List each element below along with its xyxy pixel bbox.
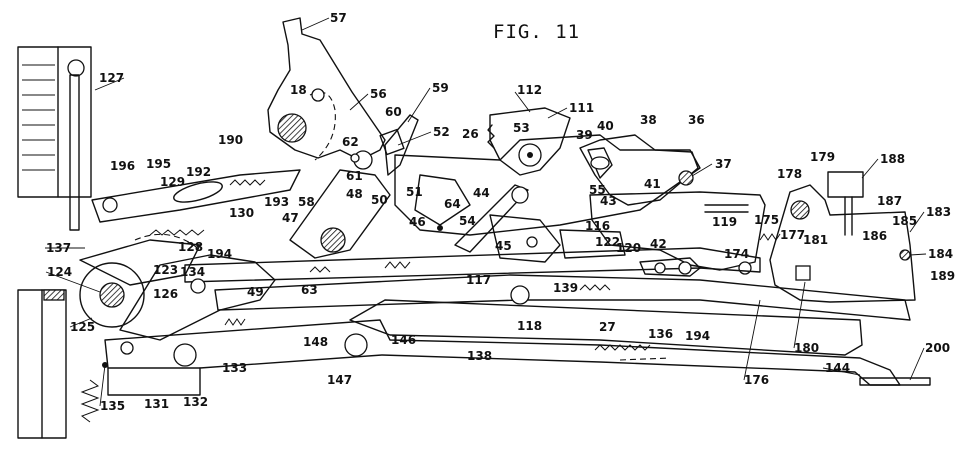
ref-44: 44 xyxy=(473,186,490,200)
ref-42: 42 xyxy=(650,237,667,251)
ref-194b: 194 xyxy=(685,329,710,343)
ref-49: 49 xyxy=(247,285,264,299)
ref-175: 175 xyxy=(754,213,779,227)
ref-123: 123 xyxy=(153,263,178,277)
ref-136: 136 xyxy=(648,327,673,341)
ref-43: 43 xyxy=(600,194,617,208)
figure-title: FIG. 11 xyxy=(493,21,580,43)
bracket-111-112 xyxy=(487,107,571,176)
ref-133: 133 xyxy=(222,361,247,375)
leader-lines xyxy=(45,17,927,407)
ref-37: 37 xyxy=(715,157,732,171)
ref-189: 189 xyxy=(930,269,955,283)
ref-131: 131 xyxy=(144,397,169,411)
ref-147: 147 xyxy=(327,373,352,387)
ref-47: 47 xyxy=(282,211,299,225)
ref-26: 26 xyxy=(462,127,479,141)
ref-194a: 194 xyxy=(207,247,232,261)
plate-46-52 xyxy=(394,134,701,236)
ref-126: 126 xyxy=(153,287,178,301)
right-assembly xyxy=(738,171,916,303)
ref-135: 135 xyxy=(100,399,125,413)
cam-38-41 xyxy=(579,134,699,206)
ref-60: 60 xyxy=(385,105,402,119)
ref-177: 177 xyxy=(780,228,805,242)
ref-196: 196 xyxy=(110,159,135,173)
ref-127: 127 xyxy=(99,71,124,85)
ref-139: 139 xyxy=(553,281,578,295)
ref-61: 61 xyxy=(346,169,363,183)
ref-64: 64 xyxy=(444,197,461,211)
ref-186: 186 xyxy=(862,229,887,243)
ref-63: 63 xyxy=(301,283,318,297)
ref-51: 51 xyxy=(406,185,423,199)
lever-47-58 xyxy=(289,114,419,259)
ref-181: 181 xyxy=(803,233,828,247)
ref-58: 58 xyxy=(298,195,315,209)
ref-190: 190 xyxy=(218,133,243,147)
ref-54: 54 xyxy=(459,214,476,228)
ref-39: 39 xyxy=(576,128,593,142)
ref-48: 48 xyxy=(346,187,363,201)
ref-178: 178 xyxy=(777,167,802,181)
reference-numerals: 57 18 56 62 60 61 59 52 26 112 111 53 39… xyxy=(46,11,955,413)
ref-192: 192 xyxy=(186,165,211,179)
ref-185: 185 xyxy=(892,214,917,228)
ref-148: 148 xyxy=(303,335,328,349)
lever-assembly-56-57 xyxy=(267,17,386,170)
left-mechanism xyxy=(79,169,301,341)
left-frame xyxy=(17,46,100,439)
ref-41: 41 xyxy=(644,177,661,191)
ref-187: 187 xyxy=(877,194,902,208)
ref-112: 112 xyxy=(517,83,542,97)
ref-117: 117 xyxy=(466,273,491,287)
ref-57: 57 xyxy=(330,11,347,25)
ref-50: 50 xyxy=(371,193,388,207)
ref-124: 124 xyxy=(47,265,72,279)
ref-18: 18 xyxy=(290,83,307,97)
ref-56: 56 xyxy=(370,87,387,101)
ref-38: 38 xyxy=(640,113,657,127)
ref-40: 40 xyxy=(597,119,614,133)
ref-128: 128 xyxy=(178,240,203,254)
ref-125: 125 xyxy=(70,320,95,334)
ref-179: 179 xyxy=(810,150,835,164)
ref-146: 146 xyxy=(391,333,416,347)
ref-129: 129 xyxy=(160,175,185,189)
ref-200: 200 xyxy=(925,341,950,355)
ref-120: 120 xyxy=(616,241,641,255)
ref-45: 45 xyxy=(495,239,512,253)
ref-134: 134 xyxy=(180,265,205,279)
ref-59: 59 xyxy=(432,81,449,95)
long-bars xyxy=(184,247,911,356)
ref-53: 53 xyxy=(513,121,530,135)
ref-116: 116 xyxy=(585,219,610,233)
ref-46: 46 xyxy=(409,215,426,229)
ref-138: 138 xyxy=(467,349,492,363)
ref-27: 27 xyxy=(599,320,616,334)
ref-118: 118 xyxy=(517,319,542,333)
ref-62: 62 xyxy=(342,135,359,149)
ref-184: 184 xyxy=(928,247,953,261)
ref-188: 188 xyxy=(880,152,905,166)
ref-130: 130 xyxy=(229,206,254,220)
central-links xyxy=(309,153,626,291)
ref-176: 176 xyxy=(744,373,769,387)
ref-55: 55 xyxy=(589,183,606,197)
ref-111: 111 xyxy=(569,101,594,115)
ref-180: 180 xyxy=(794,341,819,355)
ref-183: 183 xyxy=(926,205,951,219)
ref-122: 122 xyxy=(595,235,620,249)
ref-174: 174 xyxy=(724,247,749,261)
ref-36: 36 xyxy=(688,113,705,127)
ref-52: 52 xyxy=(433,125,450,139)
ref-132: 132 xyxy=(183,395,208,409)
ref-119: 119 xyxy=(712,215,737,229)
ref-195: 195 xyxy=(146,157,171,171)
ref-144: 144 xyxy=(825,361,850,375)
ref-193: 193 xyxy=(264,195,289,209)
lower-frame xyxy=(102,319,931,396)
